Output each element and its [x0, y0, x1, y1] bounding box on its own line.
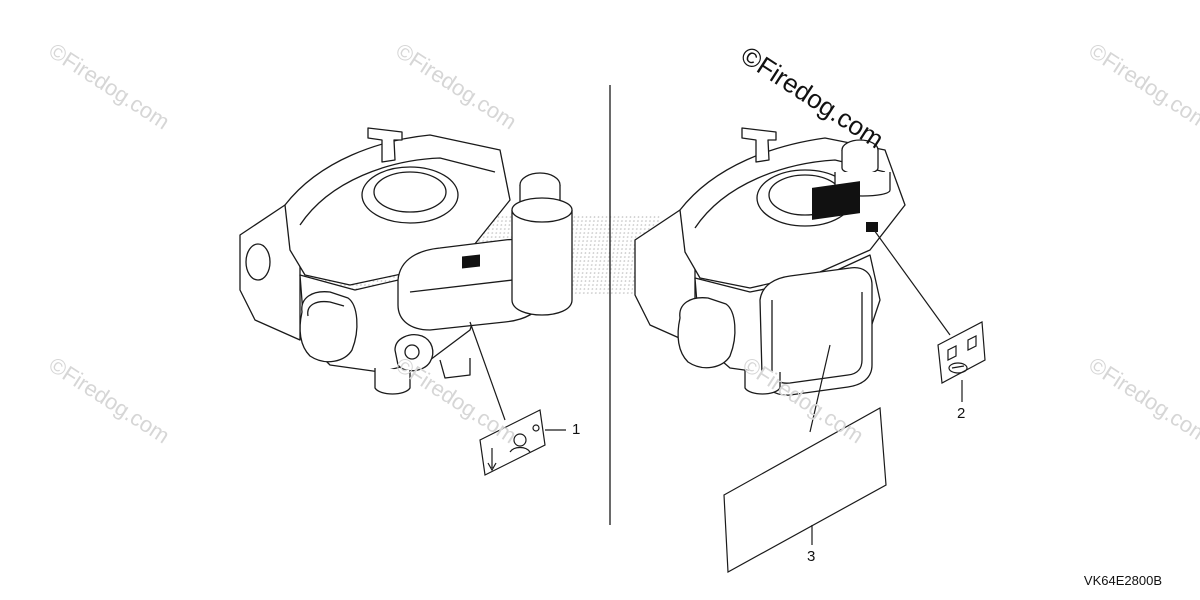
callout-2: 2: [957, 405, 966, 422]
diagram-code: VK64E2800B: [1083, 573, 1162, 588]
label-2-decal: [937, 321, 986, 384]
label-3-decal: [723, 407, 887, 573]
label-1-decal: [479, 409, 546, 476]
leader-2: [873, 229, 951, 336]
callout-1: 1: [572, 421, 581, 438]
leader-3: [809, 344, 831, 433]
callout-3: 3: [807, 548, 816, 565]
engine-left: [239, 127, 573, 395]
engine-right: [634, 127, 906, 396]
leader-1: [469, 321, 506, 421]
